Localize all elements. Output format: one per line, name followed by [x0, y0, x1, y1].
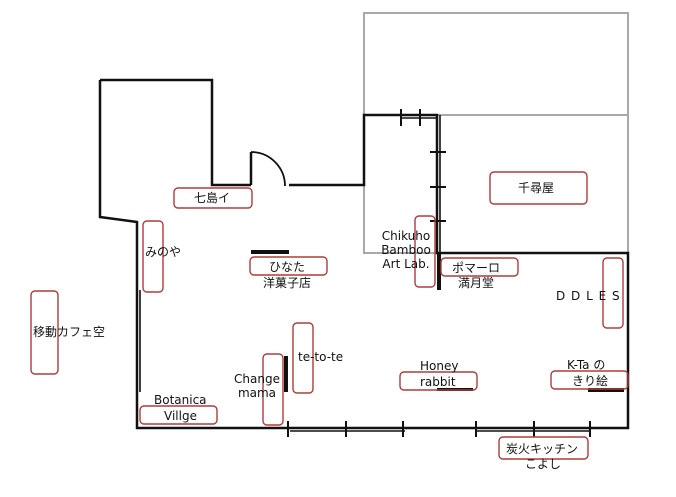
booth-label-hinata: ひなた	[269, 260, 306, 274]
booth-label-botanica-sub: Villge	[164, 409, 197, 423]
tag-hinata	[249, 256, 328, 276]
booth-label-sumibi-sub: こよし	[525, 457, 562, 471]
tag-change-mama	[262, 353, 284, 426]
building-walls	[98, 78, 630, 430]
tag-ddles	[602, 257, 624, 329]
booth-label-pomaro-sub: 満月堂	[458, 276, 495, 290]
booth-label-mobile-cafe: 移動カフェ空	[33, 325, 106, 339]
tag-botanica	[139, 405, 218, 425]
booth-label-change-mama: Change mama	[234, 372, 280, 400]
window-ticks	[287, 109, 591, 437]
booth-label-sumibi: 炭火キッチン	[506, 442, 579, 456]
tag-chikuho	[414, 215, 436, 288]
annex-outline	[363, 12, 629, 254]
booth-label-honey: Honey	[420, 359, 459, 373]
tag-honey	[399, 371, 478, 391]
tag-nanashima	[173, 187, 253, 209]
booth-label-chikuho: Chikuho Bamboo Art Lab.	[381, 229, 431, 271]
tag-pomaro	[440, 257, 519, 277]
booth-label-tetote: te-to-te	[298, 350, 344, 364]
booth-label-pomaro: ポマーロ	[452, 261, 501, 275]
tag-minoya	[142, 220, 164, 293]
booth-label-honey-sub: rabbit	[420, 375, 456, 389]
booth-label-botanica: Botanica	[154, 393, 207, 407]
tag-kta	[550, 370, 629, 390]
tag-mobile-cafe	[30, 290, 59, 375]
booth-label-hinata-sub: 洋菓子店	[263, 276, 312, 290]
booth-label-kta: K-Ta の	[567, 358, 606, 372]
booth-label-kta-sub: きり絵	[572, 374, 609, 388]
booth-label-minoya: みのや	[145, 245, 182, 259]
entrance-door	[249, 151, 286, 187]
tag-senjinya	[489, 171, 588, 205]
booth-label-ddles: D D L E S	[556, 289, 621, 303]
booth-label-senjinya: 千尋屋	[518, 181, 555, 195]
tag-tetote	[292, 322, 314, 394]
booth-label-nanashima: 七島イ	[194, 191, 231, 205]
booth-tags	[30, 171, 629, 460]
tag-sumibi	[498, 436, 589, 460]
